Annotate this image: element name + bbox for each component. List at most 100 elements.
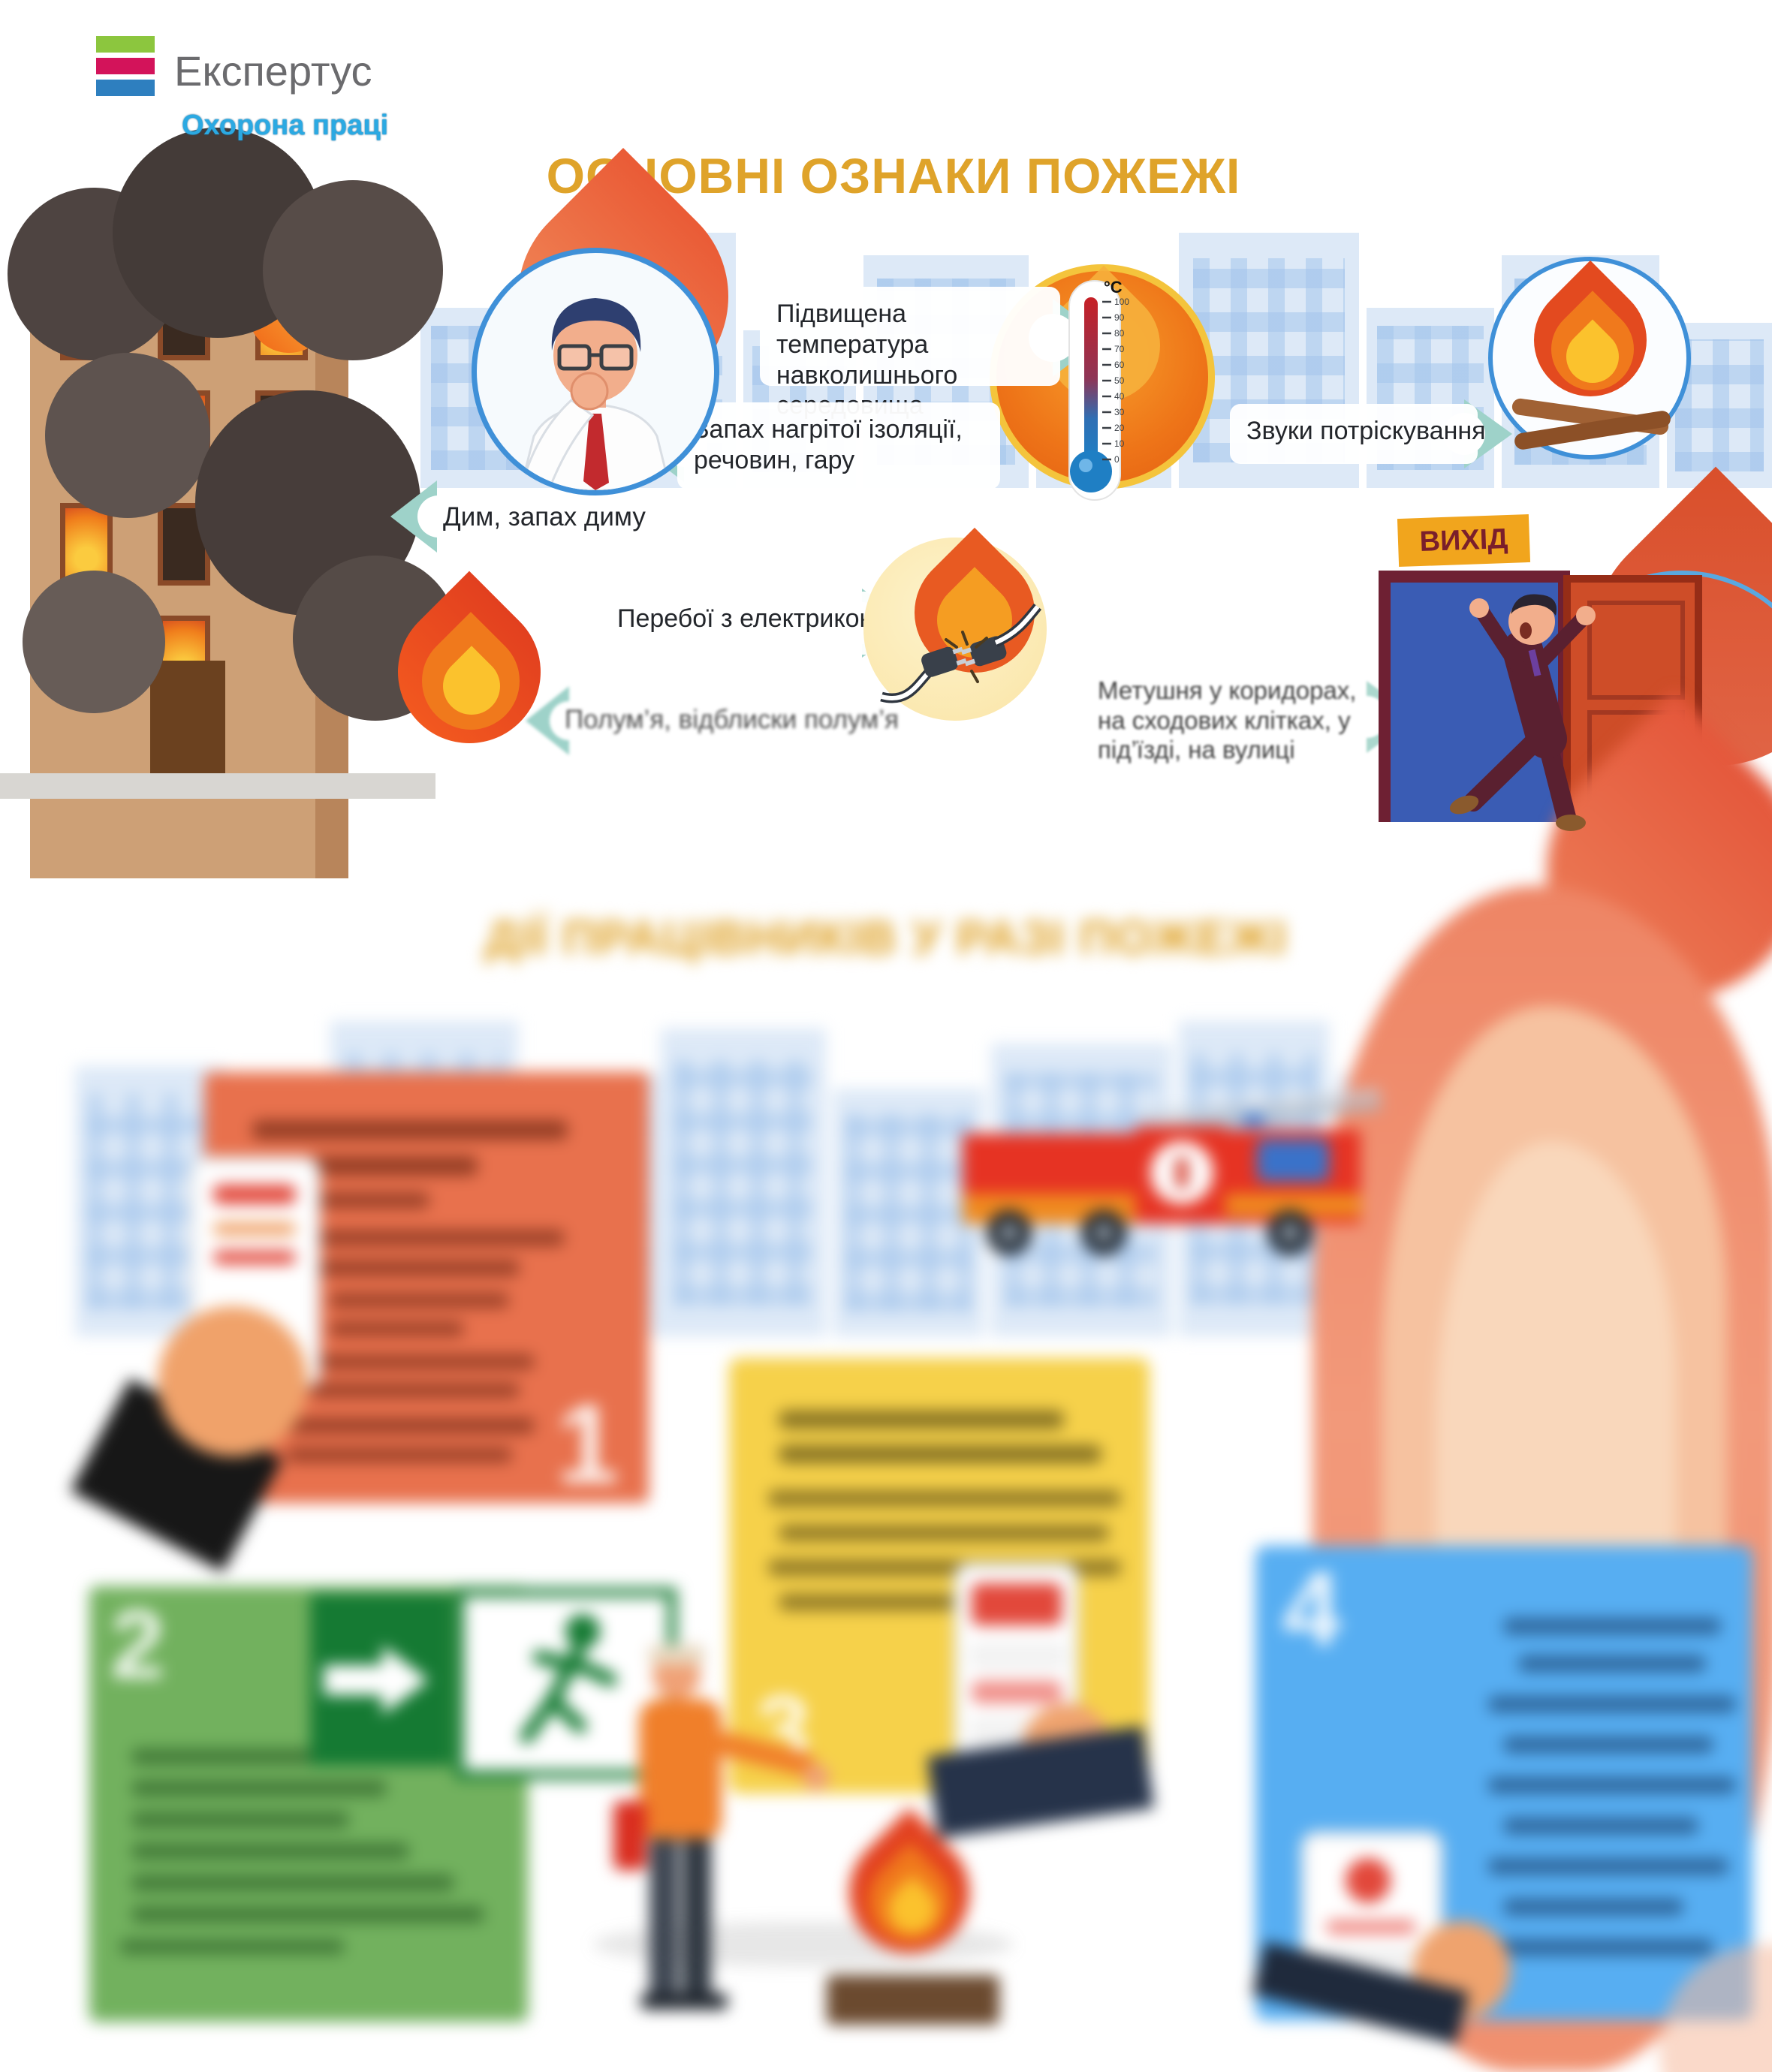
smoke-blob — [23, 571, 165, 713]
tick-label: 90 — [1114, 312, 1125, 323]
tick-label: 0 — [1114, 454, 1120, 465]
tick-label: 20 — [1114, 423, 1125, 433]
text-line-placeholder — [1503, 1818, 1698, 1834]
tick-label: 30 — [1114, 407, 1125, 417]
exit-pictogram-arrow-panel — [310, 1593, 453, 1766]
tick-label: 50 — [1114, 375, 1125, 386]
smoke-blob — [263, 180, 443, 360]
fire-truck — [963, 1089, 1391, 1280]
label-smell: Запах нагрітої ізоляції, речовин, гару — [677, 402, 1000, 489]
text-line-placeholder — [309, 1383, 520, 1398]
thermometer-unit: °C — [1104, 278, 1123, 297]
text-line-placeholder — [1488, 1696, 1736, 1712]
exit-arrow-head — [382, 1646, 429, 1715]
torso — [639, 1699, 722, 1842]
thermometer-icon: 100 90 80 70 60 50 40 30 20 10 0 °C — [1059, 278, 1137, 507]
text-line-placeholder — [329, 1293, 509, 1308]
text-line-placeholder — [317, 1260, 520, 1276]
text-line-placeholder — [1488, 1777, 1736, 1793]
text-line-placeholder — [779, 1525, 1109, 1541]
plug-spark-icon — [877, 601, 1042, 717]
worker-with-extinguisher — [613, 1645, 830, 2026]
text-line-placeholder — [131, 1748, 357, 1765]
small-fire — [824, 1807, 999, 2028]
step-number-4: 4 — [1282, 1549, 1341, 1667]
text-line-placeholder — [287, 1447, 512, 1462]
phone-alert-dot — [1346, 1858, 1391, 1903]
leg — [683, 1839, 711, 1996]
text-line-placeholder — [1503, 1736, 1713, 1753]
sidewalk — [0, 773, 435, 799]
phone-screen-block — [1326, 1950, 1416, 1965]
tick-label: 40 — [1114, 391, 1125, 402]
tick-label: 60 — [1114, 360, 1125, 370]
label-crackle: Звуки потріскування — [1230, 404, 1486, 464]
text-line-placeholder — [309, 1354, 535, 1369]
step-number-2: 2 — [110, 1589, 165, 1699]
text-line-placeholder — [131, 1811, 349, 1828]
action-card-2: 2 — [89, 1586, 528, 2022]
action-card-4: 4 — [1252, 1546, 1752, 2045]
panicking-man — [1427, 578, 1622, 837]
logo-tagline: Охорона праці — [182, 110, 389, 141]
phone-screen-block — [972, 1643, 1065, 1669]
text-line-placeholder — [1503, 1899, 1683, 1915]
text-line-placeholder — [131, 1875, 454, 1891]
phone-screen-block — [213, 1222, 296, 1236]
step-number-1: 1 — [556, 1381, 619, 1507]
coughing-man-icon — [472, 248, 719, 495]
shoe — [640, 1993, 687, 2010]
hand — [803, 1763, 830, 1790]
logo — [96, 36, 155, 96]
text-line-placeholder — [1518, 1655, 1706, 1672]
fire-base — [827, 1975, 999, 2025]
phone-screen-block — [1326, 1920, 1416, 1935]
door-panel — [1587, 601, 1685, 700]
label-flame: Полум’я, відблиски полум’я — [565, 705, 899, 734]
smoke-blob — [45, 353, 210, 518]
text-line-placeholder — [768, 1490, 1121, 1507]
exit-pictogram-runner-panel — [455, 1588, 677, 1779]
leg — [649, 1839, 678, 1996]
logo-name: Експертус — [174, 47, 372, 95]
text-line-placeholder — [131, 1843, 409, 1860]
phone-screen-block — [972, 1583, 1062, 1625]
text-line-placeholder — [131, 1780, 387, 1796]
bonfire-icon — [1488, 257, 1691, 459]
phone-screen-block — [213, 1185, 296, 1204]
city-building — [661, 1028, 826, 1336]
text-line-placeholder — [252, 1120, 568, 1140]
action-card-3: 3 — [729, 1358, 1155, 1839]
fire-extinguisher — [613, 1801, 646, 1870]
shoe — [681, 1993, 728, 2010]
arrow-notch — [550, 701, 589, 740]
logo-bar-green — [96, 36, 155, 53]
building-door — [150, 661, 225, 781]
text-line-placeholder — [131, 1906, 484, 1923]
city-building — [833, 1089, 984, 1336]
actions-section-blurred: ДІЇ ПРАЦІВНИКІВ У РАЗІ ПОЖЕЖІ — [0, 690, 1772, 2072]
text-line-placeholder — [1488, 1858, 1728, 1875]
text-line-placeholder — [329, 1321, 464, 1336]
exit-door-scene: ВИХІД — [1352, 466, 1772, 856]
phone-screen-block — [213, 1251, 296, 1264]
text-line-placeholder — [287, 1417, 535, 1434]
exit-arrow-bar — [324, 1665, 384, 1695]
text-line-placeholder — [1503, 1618, 1721, 1634]
logo-bar-magenta — [96, 58, 155, 74]
section2-title: ДІЇ ПРАЦІВНИКІВ У РАЗІ ПОЖЕЖІ — [484, 911, 1288, 965]
label-commotion: Метушня у коридорах, на сходових клітках… — [1098, 676, 1357, 764]
tick-label: 80 — [1114, 328, 1125, 339]
text-line-placeholder — [1488, 1939, 1713, 1956]
tick-label: 10 — [1114, 438, 1125, 449]
text-line-placeholder — [779, 1445, 1101, 1463]
running-man-icon — [520, 1614, 617, 1744]
exit-sign: ВИХІД — [1397, 513, 1531, 568]
arrow-notch — [417, 495, 460, 538]
phone-screen-block — [972, 1681, 1062, 1703]
hair — [648, 1645, 705, 1664]
label-temperature: Підвищена температура навколишнього сере… — [760, 287, 1060, 420]
logo-bar-blue — [96, 80, 155, 96]
hand — [158, 1306, 308, 1456]
